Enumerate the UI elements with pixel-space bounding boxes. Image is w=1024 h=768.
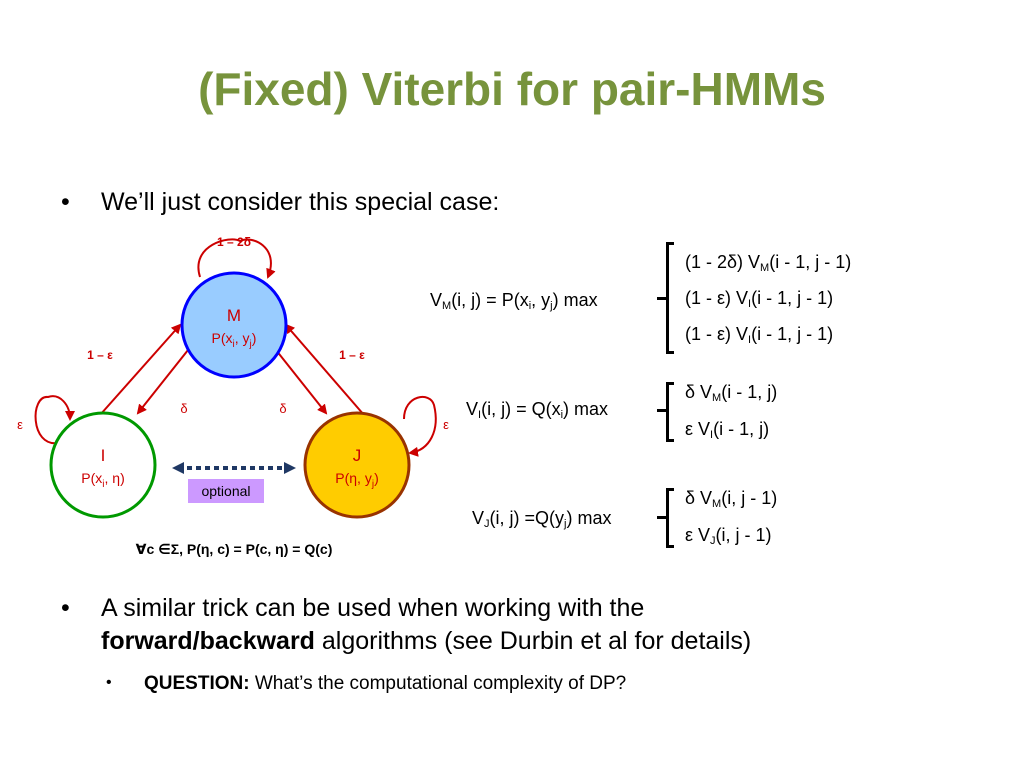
brace-vm xyxy=(666,242,674,354)
self-loop-j xyxy=(403,396,437,457)
state-i-label: I xyxy=(101,446,106,465)
eq-vj-lhs: VJ(i, j) =Q(yj) max xyxy=(472,508,612,530)
label-eps-right: ε xyxy=(443,417,449,432)
eq-vj-case-2: ε VJ(i, j - 1) xyxy=(685,525,772,547)
state-j xyxy=(303,411,411,519)
label-m-to-i: 1 – ε xyxy=(87,348,113,362)
bullet-forward-backward: • A similar trick can be used when worki… xyxy=(61,592,981,658)
bullet-dot: • xyxy=(61,188,70,216)
footnote-null-emission: ∀c ∈Σ, P(η, c) = P(c, η) = Q(c) xyxy=(136,541,333,557)
label-delta-left: δ xyxy=(180,401,187,416)
eq-vm-case-1: (1 - 2δ) VM(i - 1, j - 1) xyxy=(685,252,852,274)
sub-bullet-question: • QUESTION: What’s the computational com… xyxy=(106,671,627,697)
state-i xyxy=(49,411,157,519)
state-j-emission: P(η, yj) xyxy=(335,470,378,490)
state-j-label: J xyxy=(353,446,362,465)
label-m-to-j: 1 – ε xyxy=(339,348,365,362)
label-delta-right: δ xyxy=(279,401,286,416)
label-self-m: 1 – 2δ xyxy=(217,235,251,249)
optional-box xyxy=(188,479,264,503)
state-m xyxy=(180,271,288,379)
question-text: What’s the computational complexity of D… xyxy=(249,673,627,694)
self-loop-m xyxy=(197,238,276,279)
eq-vi-case-1: δ VM(i - 1, j) xyxy=(685,382,778,404)
bullet-special-case: • We’ll just consider this special case: xyxy=(61,186,500,219)
bullet2-line1: A similar trick can be used when working… xyxy=(101,594,645,622)
arrow-j-to-m xyxy=(284,323,365,416)
eq-vm-case-3: (1 - ε) VI(i - 1, j - 1) xyxy=(685,324,834,346)
arrow-m-to-i xyxy=(136,344,193,415)
bullet2-bold: forward/backward xyxy=(101,627,315,655)
eq-vm-lhs: VM(i, j) = P(xi, yj) max xyxy=(430,290,598,312)
sub-bullet-dot: • xyxy=(106,674,112,691)
bullet-text: We’ll just consider this special case: xyxy=(101,188,500,216)
eq-vi-case-2: ε VI(i - 1, j) xyxy=(685,419,770,441)
question-label: QUESTION: xyxy=(144,673,250,694)
label-eps-left: ε xyxy=(17,417,23,432)
slide-title: (Fixed) Viterbi for pair-HMMs xyxy=(198,63,826,115)
eq-vm-case-2: (1 - ε) VI(i - 1, j - 1) xyxy=(685,288,834,310)
optional-label: optional xyxy=(201,483,250,499)
eq-vj-case-1: δ VM(i, j - 1) xyxy=(685,488,778,510)
eq-vi-lhs: VI(i, j) = Q(xi) max xyxy=(466,399,609,421)
arrow-m-to-j xyxy=(271,344,328,415)
state-m-emission: P(xi, yj) xyxy=(212,330,257,350)
bullet-dot: • xyxy=(61,594,70,622)
arrow-i-to-m xyxy=(99,323,182,416)
bullet2-rest: algorithms (see Durbin et al for details… xyxy=(314,627,752,655)
brace-vi xyxy=(666,382,674,442)
state-m-label: M xyxy=(227,306,241,325)
pair-hmm-diagram: optional M P(xi, yj) I P(xi, η) J P(η, y… xyxy=(17,235,449,557)
state-i-emission: P(xi, η) xyxy=(81,470,124,490)
brace-vj xyxy=(666,488,674,548)
self-loop-i xyxy=(34,395,75,445)
